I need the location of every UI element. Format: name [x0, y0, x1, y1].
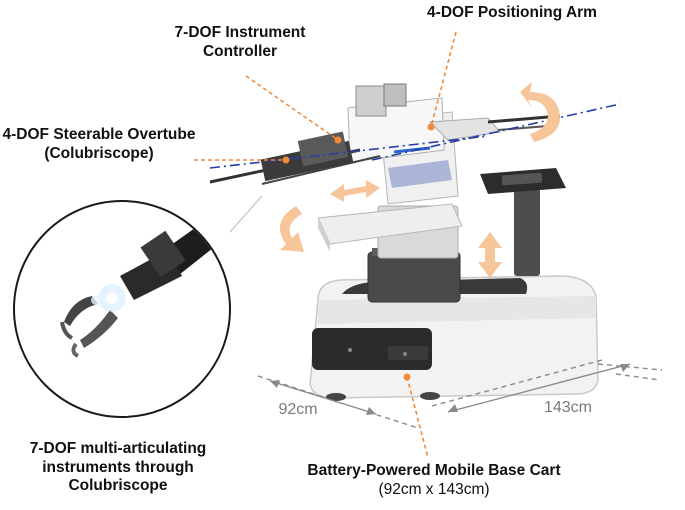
dimension-length-label: 143cm [543, 399, 593, 416]
instrument-zoom-inset [13, 200, 231, 418]
label-multi-articulating-line1: 7-DOF multi-articulating [29, 440, 207, 457]
lift-column [317, 203, 463, 303]
label-positioning-arm: 4-DOF Positioning Arm [427, 4, 597, 21]
label-multi-articulating-line3: Colubriscope [68, 477, 168, 495]
label-instrument-controller-line2: Controller [202, 42, 278, 60]
inset-connector [229, 195, 263, 233]
label-instrument-controller-line1: 7-DOF Instrument [174, 24, 306, 41]
rotate-left-arrow-icon [279, 206, 304, 252]
translate-arrow-icon [330, 180, 380, 202]
arm-axis-line [371, 103, 621, 161]
label-steerable-overtube-line2: (Colubriscope) [44, 144, 154, 162]
roll-axis-line [209, 135, 489, 169]
label-multi-articulating: 7-DOF multi-articulating instruments thr… [0, 440, 236, 496]
dimension-lines [257, 359, 663, 429]
control-handle [480, 168, 566, 276]
dimension-width-label: 92cm [278, 401, 318, 418]
positioning-arm-body [347, 83, 501, 205]
mobile-base-cart [309, 275, 599, 401]
motion-arrows [279, 82, 560, 278]
label-steerable-overtube-line1: 4-DOF Steerable Overtube [2, 126, 196, 143]
label-steerable-overtube: 4-DOF Steerable Overtube (Colubriscope) [0, 126, 198, 163]
label-base-cart-title: Battery-Powered Mobile Base Cart [307, 462, 561, 479]
leader-arm [430, 31, 457, 128]
label-base-cart: Battery-Powered Mobile Base Cart (92cm x… [284, 462, 584, 499]
label-multi-articulating-line2: instruments through [42, 458, 194, 476]
lift-arrow-icon [478, 232, 502, 278]
rotate-arm-arrow-icon [520, 82, 560, 142]
label-base-cart-dims: (92cm x 143cm) [378, 480, 490, 498]
label-instrument-controller: 7-DOF Instrument Controller [140, 24, 340, 61]
leader-controller [245, 75, 339, 141]
